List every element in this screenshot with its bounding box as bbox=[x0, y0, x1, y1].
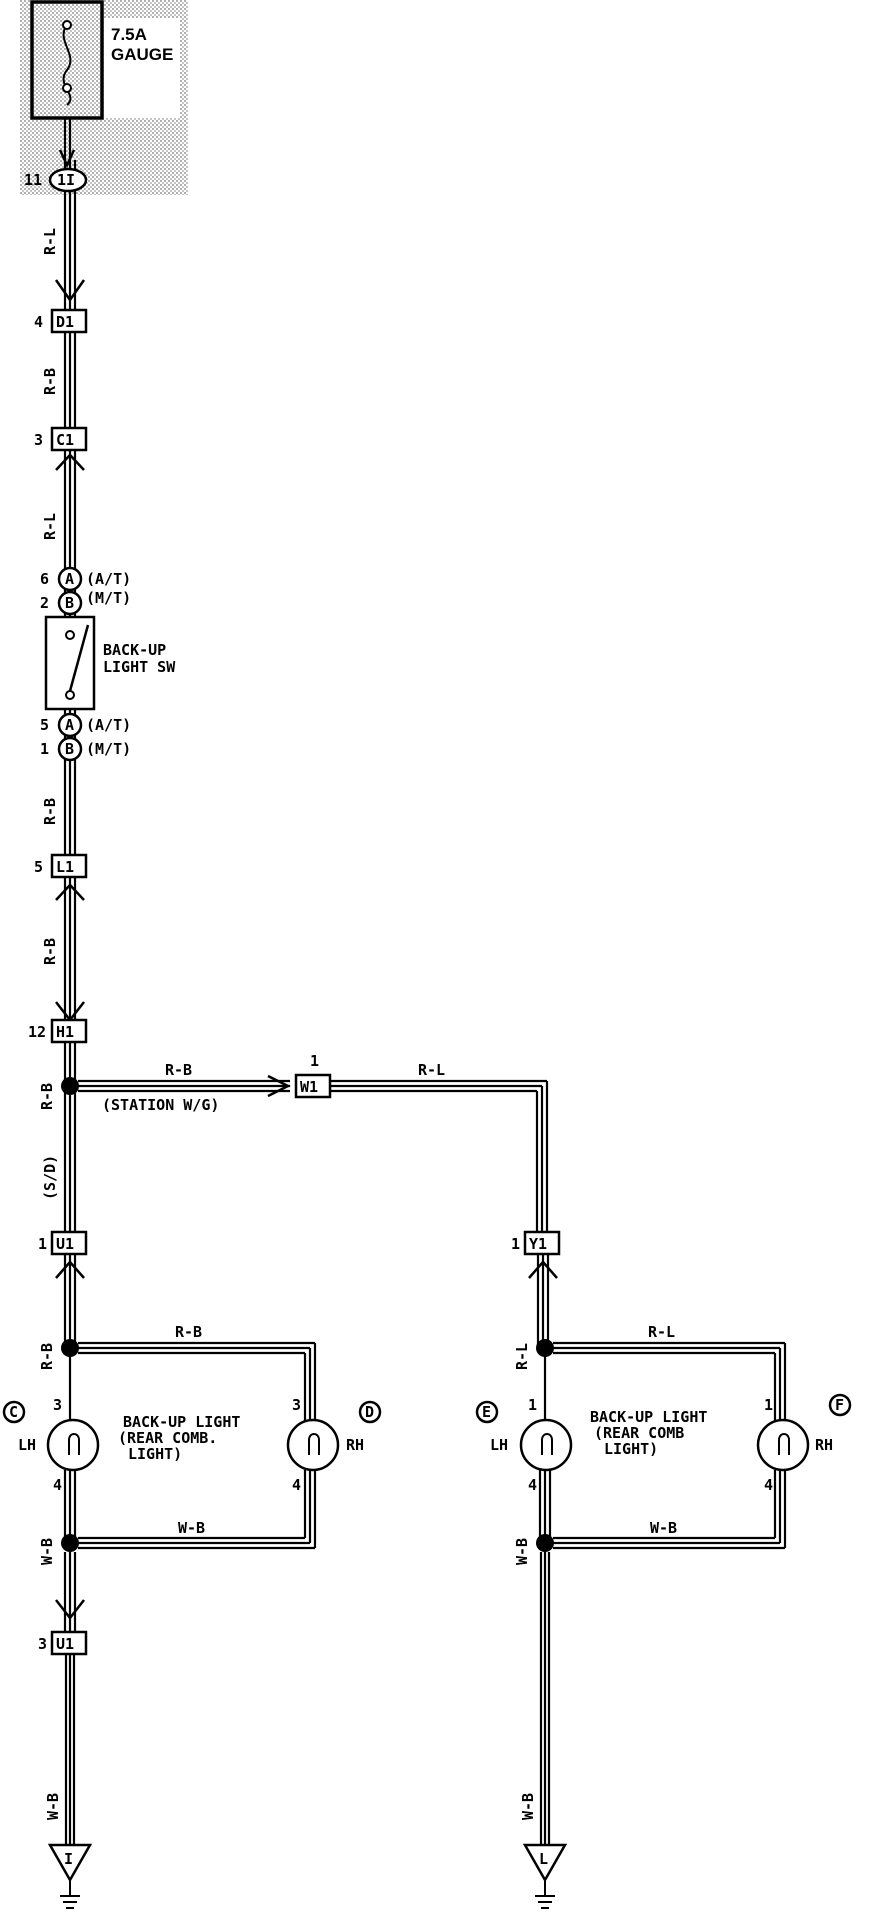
svg-text:W-B: W-B bbox=[178, 1519, 205, 1537]
svg-text:4: 4 bbox=[34, 313, 43, 331]
svg-text:4: 4 bbox=[528, 1476, 537, 1494]
svg-text:2: 2 bbox=[40, 594, 49, 612]
svg-text:W1: W1 bbox=[300, 1078, 318, 1096]
svg-text:3: 3 bbox=[34, 431, 43, 449]
connector-1i: 1I 11 bbox=[24, 149, 88, 193]
svg-text:1: 1 bbox=[528, 1396, 537, 1414]
svg-text:11: 11 bbox=[24, 171, 42, 189]
svg-text:(A/T): (A/T) bbox=[86, 716, 131, 734]
svg-text:(S/D): (S/D) bbox=[41, 1155, 59, 1200]
svg-text:3: 3 bbox=[292, 1396, 301, 1414]
svg-text:(REAR COMB: (REAR COMB bbox=[594, 1424, 684, 1442]
svg-text:L1: L1 bbox=[56, 858, 74, 876]
svg-text:F: F bbox=[835, 1396, 844, 1414]
svg-text:LIGHT): LIGHT) bbox=[128, 1445, 182, 1463]
wire-label: R-B bbox=[41, 368, 59, 395]
svg-text:1: 1 bbox=[310, 1052, 319, 1070]
left-sd-wire: (S/D) bbox=[41, 1090, 77, 1232]
connector-c1: C1 3 bbox=[34, 426, 88, 471]
svg-text:W-B: W-B bbox=[519, 1793, 537, 1820]
svg-text:H1: H1 bbox=[56, 1023, 74, 1041]
right-ground-run: W-B L bbox=[519, 1552, 568, 1909]
svg-text:B: B bbox=[65, 740, 74, 758]
wire-label: R-B bbox=[41, 798, 59, 825]
svg-text:4: 4 bbox=[292, 1476, 301, 1494]
svg-text:U1: U1 bbox=[56, 1635, 74, 1653]
svg-text:Y1: Y1 bbox=[529, 1235, 547, 1253]
svg-text:E: E bbox=[482, 1403, 491, 1421]
svg-text:R-L: R-L bbox=[513, 1343, 531, 1370]
svg-text:R-L: R-L bbox=[418, 1061, 445, 1079]
connector-d1: D1 4 bbox=[34, 279, 88, 334]
svg-text:LH: LH bbox=[18, 1436, 36, 1454]
svg-text:W-B: W-B bbox=[44, 1793, 62, 1820]
switch-output-pins: A 5 (A/T) B 1 (M/T) bbox=[40, 712, 131, 762]
svg-text:3: 3 bbox=[53, 1396, 62, 1414]
svg-text:4: 4 bbox=[53, 1476, 62, 1494]
svg-text:R-B: R-B bbox=[165, 1061, 192, 1079]
svg-text:W-B: W-B bbox=[650, 1519, 677, 1537]
svg-text:(M/T): (M/T) bbox=[86, 589, 131, 607]
connector-l1: L1 5 bbox=[34, 853, 88, 901]
fuse-rating: 7.5A bbox=[111, 25, 147, 44]
svg-text:R-B: R-B bbox=[175, 1323, 202, 1341]
fuse-block: 7.5A GAUGE bbox=[20, 0, 188, 195]
svg-text:W-B: W-B bbox=[513, 1538, 531, 1565]
svg-text:LIGHT SW: LIGHT SW bbox=[103, 658, 176, 676]
svg-text:C: C bbox=[9, 1403, 18, 1421]
wire-label: R-L bbox=[41, 513, 59, 540]
left-ground-run: U1 3 W-B I bbox=[38, 1552, 93, 1909]
left-lamp-group: R-B R-B 3 4 LH C 3 4 RH D BACK-UP LIGHT … bbox=[2, 1323, 382, 1565]
wire-label: R-B bbox=[41, 938, 59, 965]
switch-input-pins: A 6 (A/T) B 2 (M/T) bbox=[40, 566, 131, 616]
svg-text:3: 3 bbox=[38, 1635, 47, 1653]
ground-right-label: L bbox=[539, 1850, 548, 1868]
wire-label: R-L bbox=[41, 228, 59, 255]
right-lamp-group: R-L R-L 1 4 LH E 1 4 RH F BACK-UP LIGHT … bbox=[475, 1323, 852, 1565]
svg-text:R-B: R-B bbox=[38, 1083, 56, 1110]
fuse-name: GAUGE bbox=[111, 45, 173, 64]
svg-text:1: 1 bbox=[38, 1235, 47, 1253]
svg-text:BACK-UP: BACK-UP bbox=[103, 641, 166, 659]
svg-text:5: 5 bbox=[40, 716, 49, 734]
svg-text:U1: U1 bbox=[56, 1235, 74, 1253]
svg-text:C1: C1 bbox=[56, 431, 74, 449]
svg-text:R-L: R-L bbox=[648, 1323, 675, 1341]
svg-text:1I: 1I bbox=[57, 171, 75, 189]
connector-u1-left: U1 1 bbox=[38, 1230, 88, 1348]
ground-left-label: I bbox=[64, 1850, 73, 1868]
svg-text:RH: RH bbox=[346, 1436, 364, 1454]
svg-text:BACK-UP LIGHT: BACK-UP LIGHT bbox=[123, 1413, 240, 1431]
svg-text:4: 4 bbox=[764, 1476, 773, 1494]
svg-text:B: B bbox=[65, 594, 74, 612]
svg-text:A: A bbox=[65, 716, 74, 734]
svg-text:5: 5 bbox=[34, 858, 43, 876]
svg-text:RH: RH bbox=[815, 1436, 833, 1454]
svg-text:(STATION W/G): (STATION W/G) bbox=[102, 1096, 219, 1114]
backup-light-switch: BACK-UP LIGHT SW bbox=[44, 615, 176, 711]
svg-text:6: 6 bbox=[40, 570, 49, 588]
svg-text:R-B: R-B bbox=[38, 1343, 56, 1370]
svg-text:1: 1 bbox=[511, 1235, 520, 1253]
svg-text:1: 1 bbox=[40, 740, 49, 758]
svg-text:D1: D1 bbox=[56, 313, 74, 331]
connector-h1: H1 12 bbox=[28, 1001, 88, 1044]
svg-text:BACK-UP LIGHT: BACK-UP LIGHT bbox=[590, 1408, 707, 1426]
svg-text:(A/T): (A/T) bbox=[86, 570, 131, 588]
svg-text:(REAR COMB.: (REAR COMB. bbox=[118, 1429, 217, 1447]
svg-text:1: 1 bbox=[764, 1396, 773, 1414]
connector-y1-right: Y1 1 bbox=[511, 1230, 561, 1348]
svg-text:A: A bbox=[65, 570, 74, 588]
svg-text:D: D bbox=[365, 1403, 374, 1421]
svg-text:LIGHT): LIGHT) bbox=[604, 1440, 658, 1458]
svg-text:(M/T): (M/T) bbox=[86, 740, 131, 758]
branch-to-w1: R-B R-B (STATION W/G) W1 1 R-L bbox=[38, 1052, 549, 1238]
svg-text:LH: LH bbox=[490, 1436, 508, 1454]
svg-text:12: 12 bbox=[28, 1023, 46, 1041]
svg-text:W-B: W-B bbox=[38, 1538, 56, 1565]
